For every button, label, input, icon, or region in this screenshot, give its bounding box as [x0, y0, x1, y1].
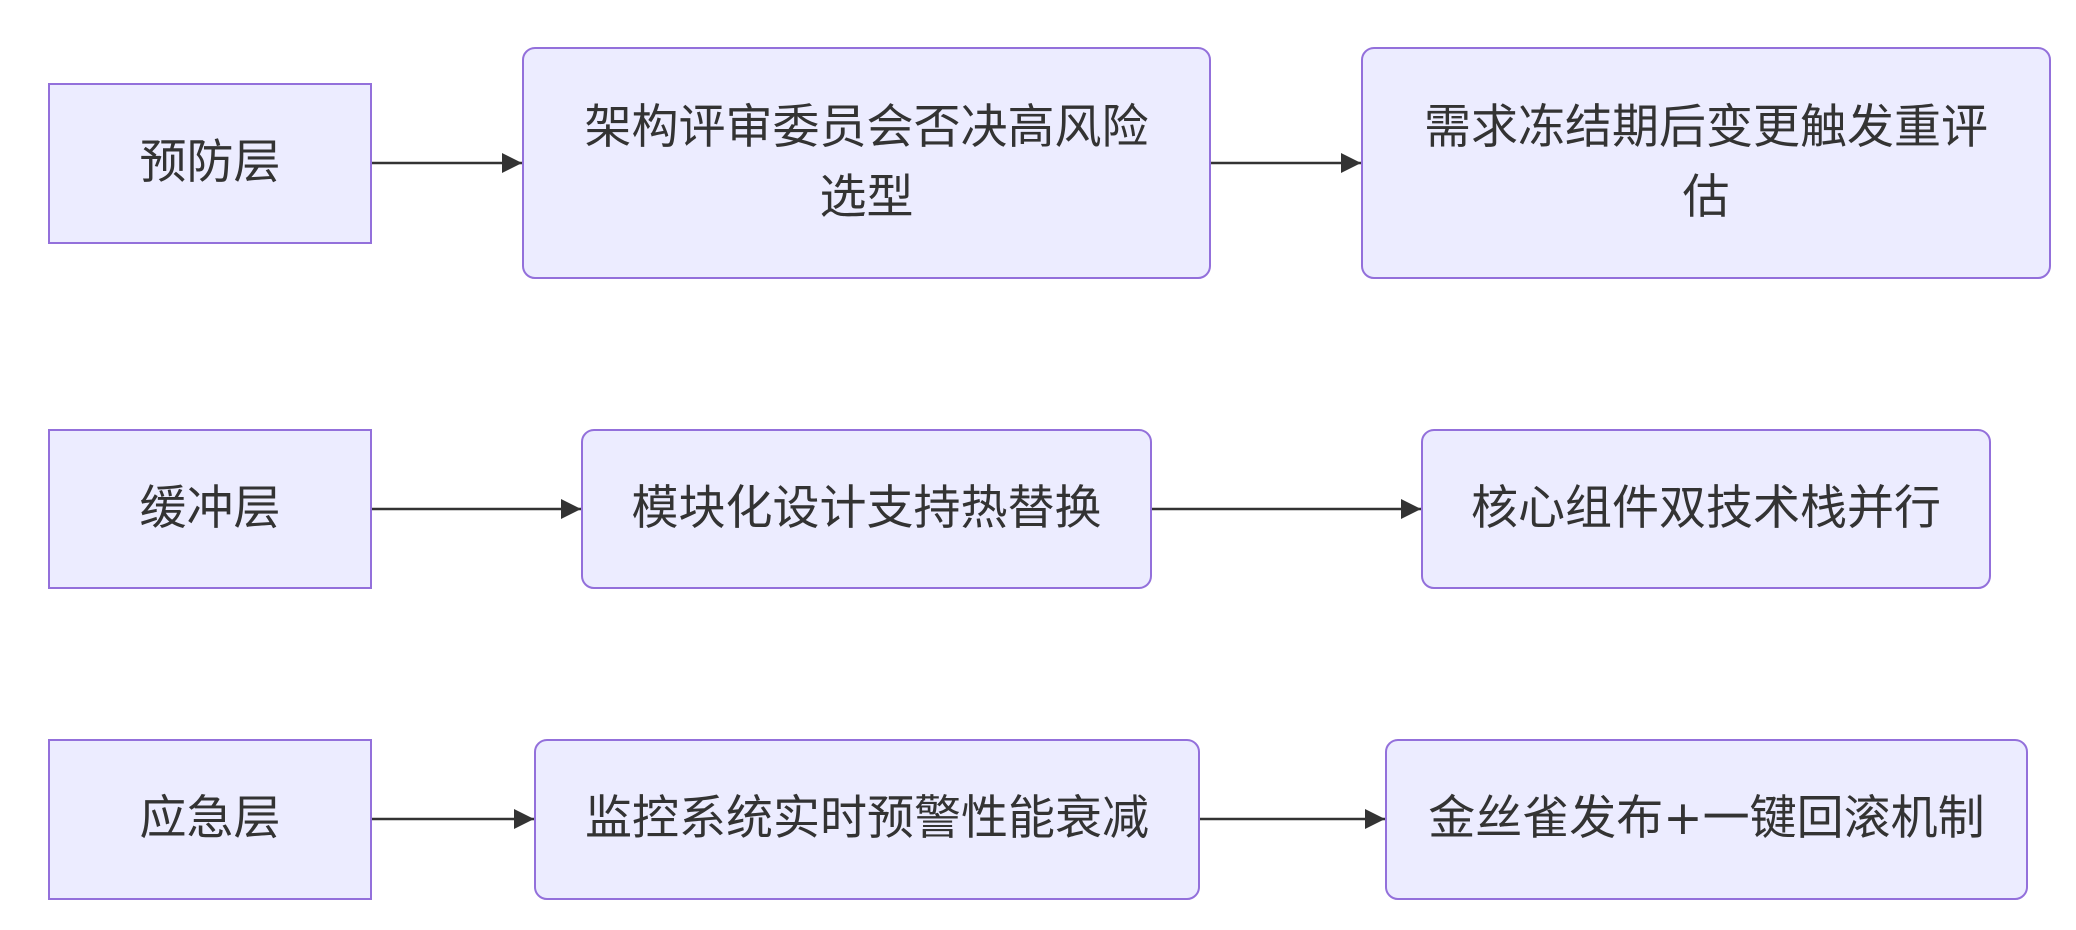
layer-node-prevention: 预防层	[48, 83, 372, 244]
step-node: 模块化设计支持热替换	[581, 429, 1152, 589]
node-label: 模块化设计支持热替换	[631, 480, 1102, 536]
step-node: 架构评审委员会否决高风险选型	[522, 47, 1211, 279]
step-node: 监控系统实时预警性能衰减	[534, 739, 1200, 900]
node-label: 核心组件双技术栈并行	[1471, 480, 1941, 536]
node-label: 预防层	[139, 135, 281, 191]
node-label: 架构评审委员会否决高风险选型	[584, 99, 1149, 226]
node-label: 应急层	[139, 791, 281, 847]
node-label: 金丝雀发布+一键回滚机制	[1428, 791, 1985, 847]
layer-node-emergency: 应急层	[48, 739, 372, 900]
step-node: 核心组件双技术栈并行	[1421, 429, 1991, 589]
step-node: 金丝雀发布+一键回滚机制	[1385, 739, 2028, 900]
step-node: 需求冻结期后变更触发重评估	[1361, 47, 2051, 279]
node-label: 监控系统实时预警性能衰减	[585, 791, 1149, 847]
node-label: 缓冲层	[139, 480, 281, 536]
layer-node-buffer: 缓冲层	[48, 429, 372, 589]
node-label: 需求冻结期后变更触发重评估	[1424, 99, 1988, 226]
